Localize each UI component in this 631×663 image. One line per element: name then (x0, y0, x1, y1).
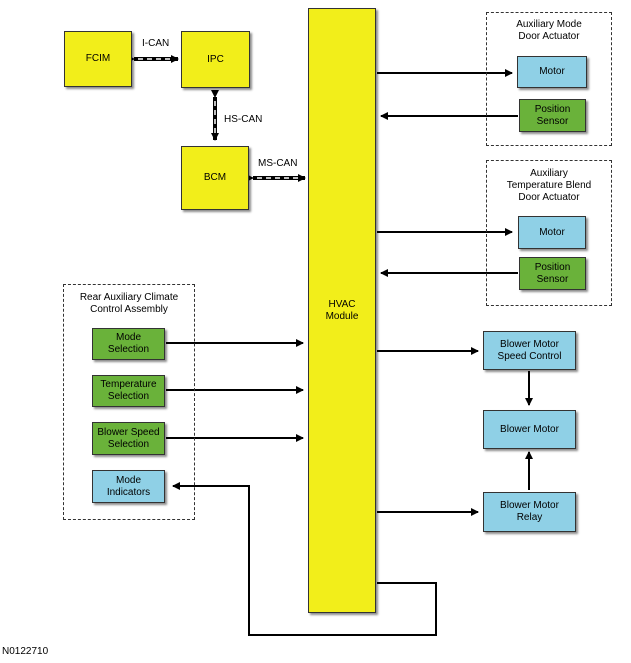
hvac-label-line2: Module (325, 310, 359, 322)
aux-temp-motor: Motor (518, 216, 586, 249)
hvac-label-line1: HVAC (328, 298, 356, 310)
bcm-label: BCM (203, 172, 227, 183)
figure-id: N0122710 (2, 646, 49, 657)
temperature-selection: Temperature Selection (92, 375, 165, 407)
fcim-label: FCIM (85, 53, 111, 64)
rear-assembly-title: Rear Auxiliary Climate Control Assembly (79, 292, 179, 315)
aux-mode-door-actuator-group (486, 12, 612, 146)
blower-motor: Blower Motor (483, 410, 576, 449)
hscan-label: HS-CAN (224, 114, 263, 125)
ipc-module: IPC (181, 31, 250, 88)
wire-hvac-to-mode-indicators (172, 482, 437, 636)
blower-motor-speed-control: Blower Motor Speed Control (483, 331, 576, 370)
bcm-module: BCM (181, 146, 249, 210)
rear-aux-climate-control-group (63, 284, 195, 520)
hvac-module: HVAC Module (308, 8, 376, 613)
aux-temp-position-sensor: Position Sensor (519, 257, 586, 290)
aux-temp-title: Auxiliary Temperature Blend Door Actuato… (506, 168, 592, 203)
aux-temp-blend-door-actuator-group (486, 160, 612, 306)
blower-motor-relay: Blower Motor Relay (483, 492, 576, 532)
aux-mode-title: Auxiliary Mode Door Actuator (516, 19, 582, 42)
mode-selection: Mode Selection (92, 328, 165, 360)
fcim-module: FCIM (64, 31, 132, 87)
blower-speed-selection: Blower Speed Selection (92, 422, 165, 455)
mscan-label: MS-CAN (258, 158, 298, 169)
mode-indicators: Mode Indicators (92, 470, 165, 503)
ipc-label: IPC (207, 53, 224, 65)
aux-mode-position-sensor: Position Sensor (519, 99, 586, 132)
aux-mode-motor: Motor (517, 56, 587, 88)
ican-label: I-CAN (142, 38, 170, 49)
